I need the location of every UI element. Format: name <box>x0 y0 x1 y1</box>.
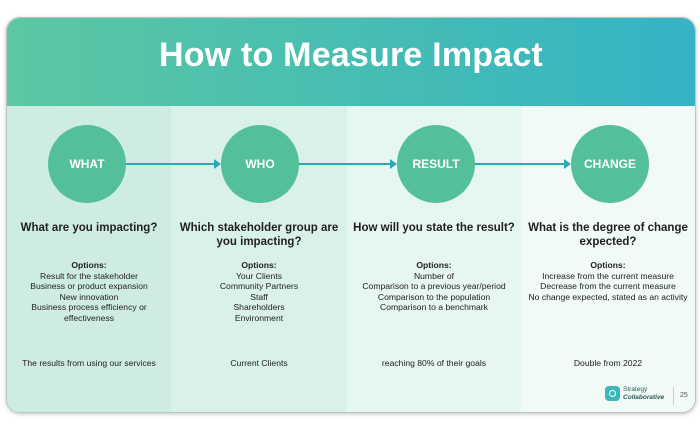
question-change: What is the degree of change expected? <box>528 222 688 248</box>
strategy-collaborative-logo: Strategy Collaborative <box>605 386 664 401</box>
question-result: How will you state the result? <box>353 222 515 234</box>
question-what: What are you impacting? <box>20 222 158 234</box>
slide: How to Measure Impact WHAT WHO RESULT CH… <box>6 17 696 413</box>
option-item: Staff <box>250 291 268 302</box>
example-result: reaching 80% of their goals <box>381 358 487 368</box>
question-who: Which stakeholder group are you impactin… <box>179 222 339 248</box>
arrow-what-to-who <box>126 159 221 169</box>
option-item: Result for the stakeholder <box>40 270 138 281</box>
options-label: Options: <box>241 260 277 270</box>
option-item: Business or product expansion <box>30 281 148 292</box>
logo-icon <box>605 386 620 401</box>
example-change: Double from 2022 <box>573 358 643 368</box>
arrow-result-to-change <box>475 159 571 169</box>
page-number: 25 <box>680 392 688 399</box>
options-change: Options: Increase from the current measu… <box>525 260 691 302</box>
logo-line2: Collaborative <box>623 393 665 401</box>
step-circle-result: RESULT <box>397 125 475 203</box>
title-banner: How to Measure Impact <box>7 18 695 106</box>
step-circle-what: WHAT <box>48 125 126 203</box>
option-item: Shareholders <box>233 302 285 313</box>
example-who: Current Clients <box>230 358 288 368</box>
option-item: Business process efficiency or effective… <box>31 302 147 323</box>
logo-line1: Strategy <box>623 386 648 393</box>
options-who: Options: Your Clients Community Partners… <box>177 260 341 324</box>
step-circle-who: WHO <box>221 125 299 203</box>
footer-divider <box>673 387 674 405</box>
option-item: Comparison to a benchmark <box>380 302 488 313</box>
slide-title: How to Measure Impact <box>159 36 543 74</box>
options-what: Options: Result for the stakeholder Busi… <box>11 260 167 324</box>
arrow-who-to-result <box>299 159 397 169</box>
option-item: Community Partners <box>219 281 299 292</box>
option-item: Your Clients <box>235 270 283 281</box>
option-item: New innovation <box>59 291 119 302</box>
example-what: The results from using our services <box>22 358 156 368</box>
options-label: Options: <box>416 260 452 270</box>
step-circle-change: CHANGE <box>571 125 649 203</box>
option-item: Number of <box>413 270 455 281</box>
option-item: Environment <box>234 312 284 323</box>
option-item: Comparison to the population <box>377 291 491 302</box>
option-item: Decrease from the current measure <box>540 281 676 292</box>
option-item: Comparison to a previous year/period <box>362 281 506 292</box>
option-item: Increase from the current measure <box>542 270 674 281</box>
options-label: Options: <box>71 260 107 270</box>
options-result: Options: Number of Comparison to a previ… <box>351 260 517 313</box>
options-label: Options: <box>590 260 626 270</box>
option-item: No change expected, stated as an activit… <box>528 291 688 302</box>
